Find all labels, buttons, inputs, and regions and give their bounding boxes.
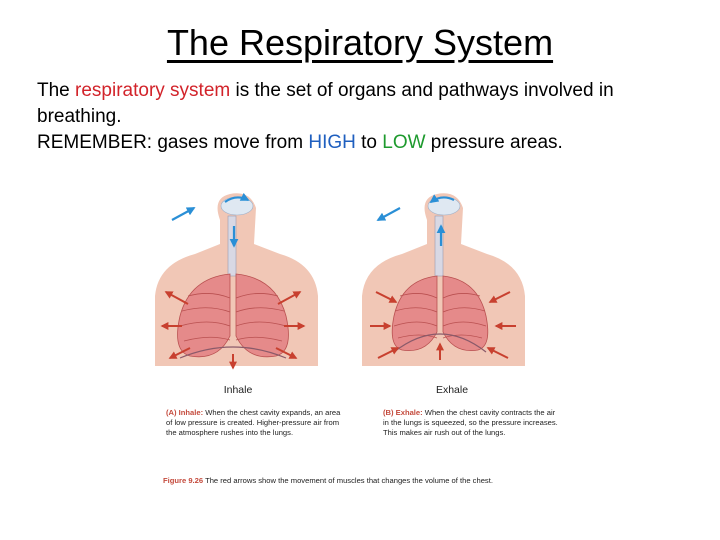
inhale-label: Inhale xyxy=(188,384,288,396)
figure-caption: Figure 9.26 The red arrows show the move… xyxy=(163,476,523,486)
exhale-caption-heading: (B) Exhale: xyxy=(383,408,423,417)
figure-caption-text: The red arrows show the movement of musc… xyxy=(203,476,493,485)
low-word: LOW xyxy=(382,132,425,153)
figure-number: Figure 9.26 xyxy=(163,476,203,485)
slide-body: The respiratory system is the set of org… xyxy=(37,78,697,156)
breathing-diagram xyxy=(150,186,550,506)
inhale-illustration xyxy=(155,193,318,368)
inhale-caption-heading: (A) Inhale: xyxy=(166,408,203,417)
inhale-airway xyxy=(221,197,253,215)
exhale-caption: (B) Exhale: When the chest cavity contra… xyxy=(383,408,558,439)
remember-paragraph: REMEMBER: gases move from HIGH to LOW pr… xyxy=(37,130,697,156)
slide-title: The Respiratory System xyxy=(0,22,720,64)
remember-text-mid: to xyxy=(356,132,382,153)
remember-text-start: REMEMBER: gases move from xyxy=(37,132,308,153)
respiratory-system-term: respiratory system xyxy=(75,80,230,101)
remember-text-end: pressure areas. xyxy=(426,132,563,153)
exhale-illustration xyxy=(362,193,525,366)
exhale-label: Exhale xyxy=(402,384,502,396)
definition-paragraph: The respiratory system is the set of org… xyxy=(37,78,697,130)
inhale-caption: (A) Inhale: When the chest cavity expand… xyxy=(166,408,341,439)
high-word: HIGH xyxy=(308,132,356,153)
definition-text-start: The xyxy=(37,80,75,101)
